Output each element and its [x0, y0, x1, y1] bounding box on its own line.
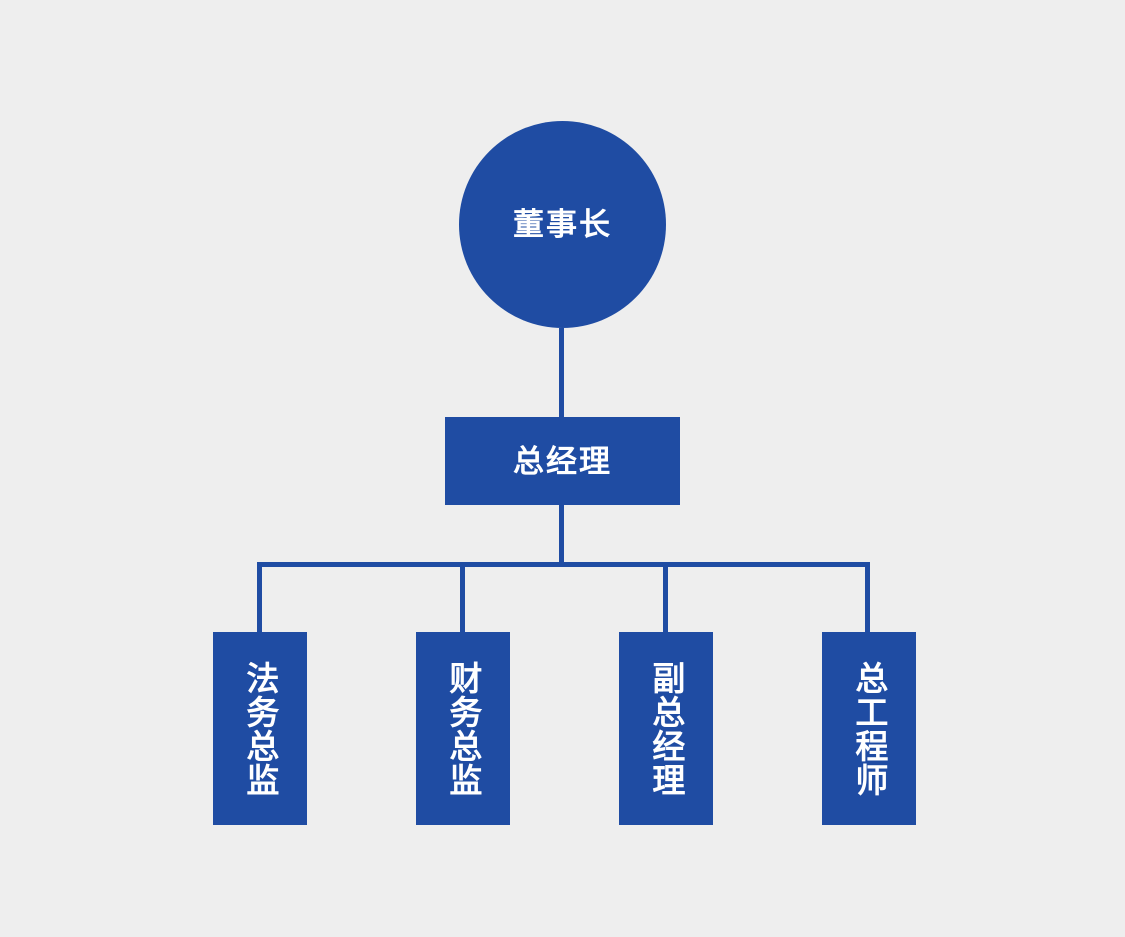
node-general-manager[interactable]: 总经理 — [445, 417, 680, 505]
node-chief-engineer-label: 总工程师 — [850, 660, 888, 797]
edge-horizontal-bus — [257, 562, 870, 567]
node-legal-director-label: 法务总监 — [241, 660, 279, 797]
edge-chairman-to-general-manager — [559, 328, 564, 420]
node-deputy-general-manager[interactable]: 副总经理 — [619, 632, 713, 825]
node-deputy-general-manager-label: 副总经理 — [647, 660, 685, 797]
edge-general-manager-stem — [559, 505, 564, 567]
edge-drop-legal-director — [257, 562, 262, 634]
node-chief-engineer[interactable]: 总工程师 — [822, 632, 916, 825]
node-chairman-label: 董事长 — [513, 207, 612, 242]
node-general-manager-label: 总经理 — [513, 443, 612, 479]
node-finance-director-label: 财务总监 — [444, 660, 482, 797]
node-chairman[interactable]: 董事长 — [459, 121, 666, 328]
edge-drop-chief-engineer — [865, 562, 870, 634]
node-finance-director[interactable]: 财务总监 — [416, 632, 510, 825]
edge-drop-finance-director — [460, 562, 465, 634]
edge-drop-deputy-general-manager — [663, 562, 668, 634]
node-legal-director[interactable]: 法务总监 — [213, 632, 307, 825]
